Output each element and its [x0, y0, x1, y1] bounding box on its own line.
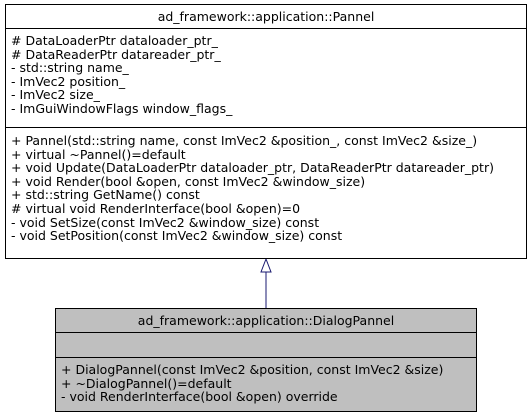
attribute-line: # DataLoaderPtr dataloader_ptr_: [11, 33, 218, 48]
method-line: + void Update(DataLoaderPtr dataloader_p…: [11, 160, 494, 176]
attribute-line: - ImVec2 position_: [11, 73, 126, 89]
method-line: + Pannel(std::string name, const ImVec2 …: [11, 133, 478, 148]
derived-class-attributes: [56, 333, 476, 358]
attribute-line: # DataReaderPtr datareader_ptr_: [11, 46, 221, 62]
method-line: - void SetSize(const ImVec2 &window_size…: [11, 214, 320, 230]
attribute-line: - ImGuiWindowFlags window_flags_: [11, 100, 233, 116]
method-line: - void RenderInterface(bool &open) overr…: [61, 389, 338, 405]
base-class-methods: + Pannel(std::string name, const ImVec2 …: [6, 128, 526, 258]
method-line: + std::string GetName() const: [11, 187, 200, 203]
method-line: + virtual ~Pannel()=default: [11, 146, 186, 162]
base-class-name: ad_framework::application::Pannel: [6, 5, 526, 29]
derived-class-box: ad_framework::application::DialogPannel …: [55, 308, 477, 412]
method-line: + ~DialogPannel()=default: [61, 375, 232, 391]
method-line: + void Render(bool &open, const ImVec2 &…: [11, 173, 366, 189]
attribute-line: - ImVec2 size_: [11, 87, 100, 103]
inheritance-arrowhead: [260, 257, 272, 273]
method-line: # virtual void RenderInterface(bool &ope…: [11, 200, 301, 216]
base-class-box: ad_framework::application::Pannel # Data…: [5, 4, 527, 259]
method-line: - void SetPosition(const ImVec2 &window_…: [11, 228, 343, 244]
base-class-attributes: # DataLoaderPtr dataloader_ptr_ # DataRe…: [6, 29, 526, 128]
derived-class-name: ad_framework::application::DialogPannel: [56, 309, 476, 333]
derived-class-methods: + DialogPannel(const ImVec2 &position, c…: [56, 358, 476, 411]
method-line: + DialogPannel(const ImVec2 &position, c…: [61, 362, 444, 377]
attribute-line: - std::string name_: [11, 60, 129, 76]
